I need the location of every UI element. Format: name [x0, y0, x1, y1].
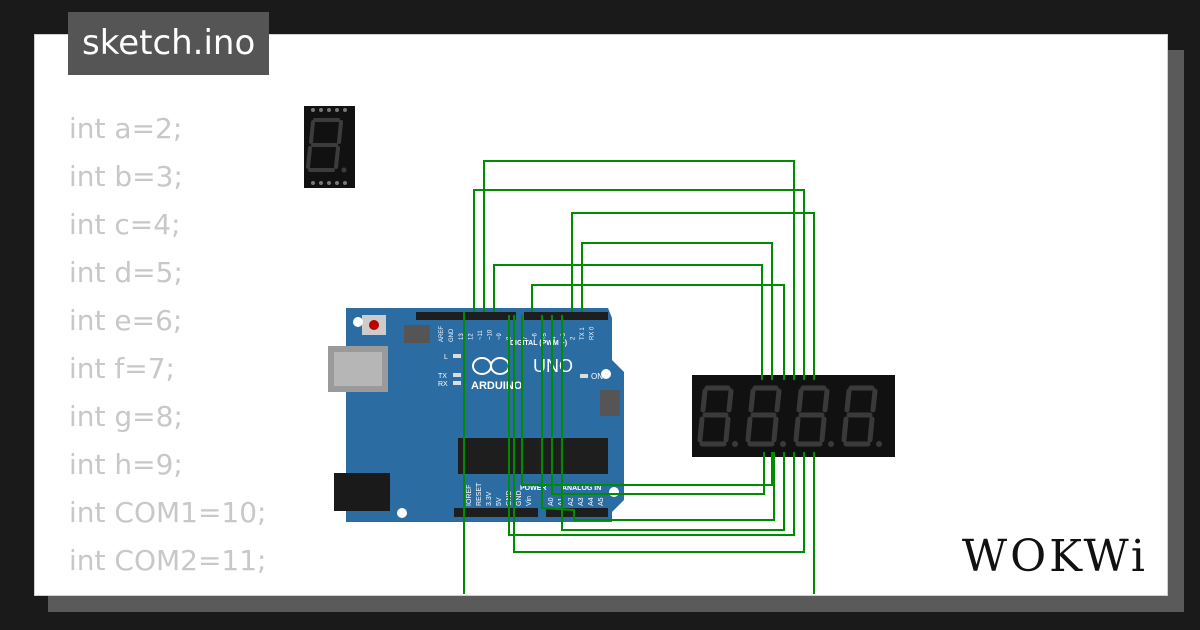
decimal-point — [780, 441, 786, 447]
code-line: int g=8; — [69, 400, 183, 433]
digital-pin-label: ~11 — [478, 330, 484, 340]
segment — [819, 416, 827, 443]
segment — [841, 416, 849, 443]
analog-pin-label: A2 — [568, 497, 575, 506]
decimal-point — [876, 441, 882, 447]
wokwi-logo: WOKWi — [961, 531, 1148, 582]
tx-label: TX — [438, 373, 447, 380]
segment — [748, 388, 756, 413]
code-line: int d=5; — [69, 256, 183, 289]
segment — [745, 416, 753, 443]
code-line: int COM1=10; — [69, 496, 267, 529]
digital-pin-label: ~5 — [542, 332, 548, 340]
analog-label: ANALOG IN — [562, 485, 601, 492]
segment — [867, 416, 875, 443]
decimal-point — [828, 441, 834, 447]
microcontroller-chip — [458, 438, 608, 474]
code-preview: int a=2; int b=3; int c=4; int d=5; int e=6;… — [69, 105, 267, 595]
analog-pin-label: A0 — [548, 497, 555, 506]
power-pin-label: GND — [516, 490, 523, 506]
code-line: int e=6; — [69, 304, 183, 337]
segment — [870, 388, 878, 413]
digital-label: DIGITAL (PWM ~) — [510, 340, 567, 347]
segment — [793, 416, 801, 443]
segment — [697, 416, 705, 443]
on-label: ON — [591, 372, 603, 381]
code-line: int c=4; — [69, 208, 181, 241]
l-label: L — [444, 354, 448, 361]
digital-pin-label: ~10 — [488, 329, 494, 340]
segment — [774, 388, 782, 413]
digital-pin-label: RX 0 — [590, 326, 596, 340]
digital-pin-label: 12 — [469, 333, 475, 340]
code-line: int b=3; — [69, 160, 183, 193]
file-title: sketch.ino — [68, 12, 270, 75]
analog-pin-label: A5 — [598, 497, 605, 506]
wires — [463, 160, 815, 594]
code-line: int h=9; — [69, 448, 183, 481]
analog-pin-label: A4 — [588, 497, 595, 506]
board-brand-label: ARDUINO — [471, 380, 523, 392]
power-pin-label: 3.3V — [486, 491, 493, 506]
digital-pin-label: 2 — [571, 336, 577, 340]
segment — [723, 416, 731, 443]
digital-pin-label: 4 — [552, 336, 558, 340]
digital-pin-label: TX 1 — [580, 327, 586, 340]
power-pin-label: 5V — [496, 497, 503, 506]
digital-pin-label: 13 — [459, 333, 465, 340]
code-line: int a=2; — [69, 112, 183, 145]
code-line: int f=7; — [69, 352, 175, 385]
digital-pin-label: ~6 — [533, 332, 539, 340]
power-label: POWER — [520, 485, 546, 492]
digital-header-left — [416, 312, 516, 320]
power-pin-label: Vin — [526, 496, 533, 506]
analog-pin-label: A3 — [578, 497, 585, 506]
aref-pin-label: AREF — [439, 326, 445, 342]
decimal-point — [732, 441, 738, 447]
seven-segment-display-icon — [304, 106, 355, 188]
four-digit-seven-segment-display-icon — [692, 375, 895, 457]
digital-header-right — [524, 312, 608, 320]
segment — [700, 388, 708, 413]
power-pin-label: RESET — [476, 482, 483, 506]
digital-pin-label: ~3 — [561, 332, 567, 340]
segment — [796, 388, 804, 413]
segment — [822, 388, 830, 413]
arduino-uno-board-icon: ARDUINO UNO DIGITAL (PWM ~) ON L TX RX P… — [328, 308, 624, 522]
power-header — [454, 508, 538, 517]
segment — [726, 388, 734, 413]
power-jack — [334, 473, 390, 511]
digital-pin-label: ~9 — [497, 332, 503, 340]
code-line: int COM3=12; — [69, 585, 267, 595]
power-pin-label: IOREF — [466, 485, 473, 506]
code-line: int COM2=11; — [69, 544, 267, 577]
rx-label: RX — [438, 381, 448, 388]
segment — [844, 388, 852, 413]
analog-header — [546, 508, 608, 517]
segment — [771, 416, 779, 443]
digital-pin-label: 7 — [523, 336, 529, 340]
gnd-pin-label: GND — [449, 328, 455, 342]
